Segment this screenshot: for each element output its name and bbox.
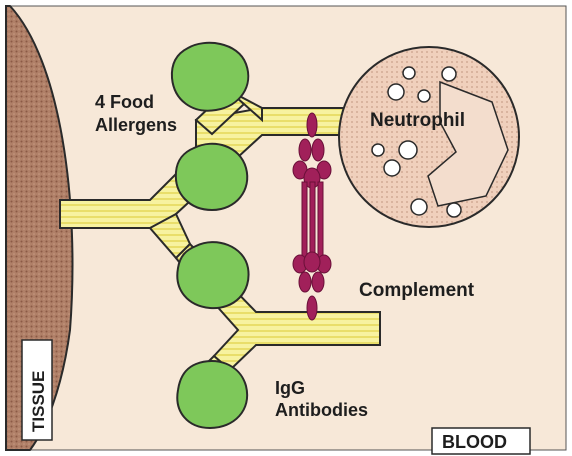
granule	[388, 84, 404, 100]
blood-label: BLOOD	[442, 432, 507, 452]
neutrophil-label: Neutrophil	[370, 110, 465, 131]
granule	[442, 67, 456, 81]
granule	[447, 203, 461, 217]
granule	[372, 144, 384, 156]
food-allergen	[176, 144, 247, 210]
granule	[411, 199, 427, 215]
tissue-label: TISSUE	[29, 371, 48, 432]
food-allergen	[172, 43, 248, 111]
neutrophil-cell	[339, 47, 519, 227]
granule	[418, 90, 430, 102]
granule	[399, 141, 417, 159]
granule	[403, 67, 415, 79]
granule	[384, 160, 400, 176]
food-allergen	[177, 361, 247, 428]
complement-label: Complement	[359, 280, 475, 301]
food-allergen	[177, 242, 248, 308]
